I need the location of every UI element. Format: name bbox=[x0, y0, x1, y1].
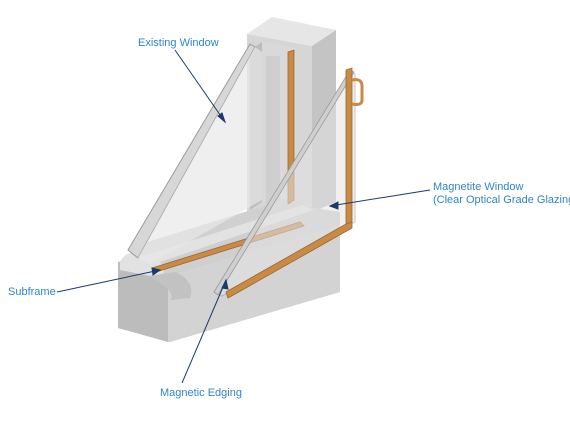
label-existing-window: Existing Window bbox=[138, 37, 219, 49]
leader-existing-window-arrow bbox=[217, 112, 227, 124]
label-magnetite-window-line1: Magnetite Window bbox=[433, 181, 524, 193]
label-subframe: Subframe bbox=[8, 286, 56, 298]
leader-magnetite-window-arrow bbox=[328, 201, 339, 210]
label-magnetite-window: Magnetite Window (Clear Optical Grade Gl… bbox=[433, 181, 570, 207]
leader-existing-window bbox=[174, 49, 226, 123]
leader-magnetic-edging-arrow bbox=[221, 278, 229, 290]
magnetic-edging bbox=[225, 67, 364, 299]
leader-magnetite-window bbox=[329, 189, 431, 207]
leader-lines bbox=[56, 49, 431, 384]
existing-window-glass bbox=[127, 43, 262, 264]
leader-magnetic-edging bbox=[181, 279, 227, 384]
label-magnetite-window-line2: (Clear Optical Grade Glazing) bbox=[433, 194, 570, 206]
label-magnetic-edging: Magnetic Edging bbox=[160, 387, 242, 399]
leader-subframe-arrow bbox=[151, 267, 162, 276]
leader-subframe bbox=[56, 269, 161, 293]
